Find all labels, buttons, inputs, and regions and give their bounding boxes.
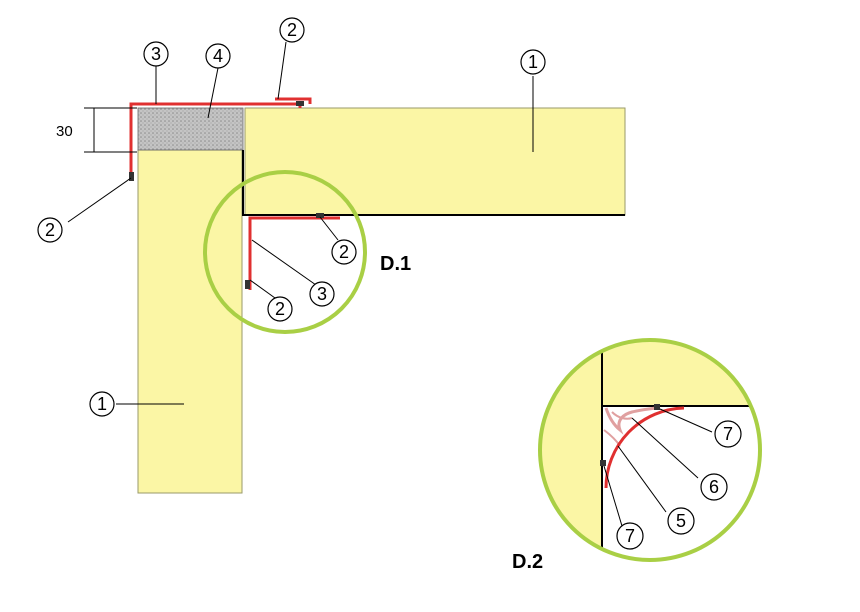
filler-block — [137, 107, 244, 151]
rivet-top — [296, 101, 304, 106]
svg-text:2: 2 — [275, 299, 285, 319]
svg-text:6: 6 — [709, 477, 719, 497]
callout-3-d1: 3 — [309, 281, 335, 307]
svg-text:3: 3 — [317, 284, 327, 304]
d2-panel-edges — [601, 340, 760, 560]
detail-d2-label: D.2 — [512, 551, 543, 573]
rivet-left — [129, 172, 134, 181]
svg-text:3: 3 — [151, 44, 161, 64]
svg-text:7: 7 — [723, 424, 733, 444]
callout-6-d2: 6 — [700, 473, 728, 501]
d1-inner-profile — [248, 216, 340, 290]
callout-3-top: 3 — [143, 41, 169, 67]
leader-lines — [67, 41, 713, 527]
detail-d2-ring — [538, 338, 762, 562]
svg-text:1: 1 — [97, 394, 107, 414]
detail-d1-ring — [203, 170, 367, 334]
svg-text:2: 2 — [45, 220, 55, 240]
d2-rivet-top — [654, 404, 660, 410]
d2-rivet-left — [600, 460, 606, 466]
callout-2-left: 2 — [37, 217, 63, 243]
svg-text:1: 1 — [528, 52, 538, 72]
d2-horizontal-panel — [602, 340, 760, 406]
callout-2-d1-right: 2 — [331, 239, 357, 265]
top-flashing-end — [275, 97, 312, 104]
callout-5-d2: 5 — [667, 507, 695, 535]
inner-corner-line — [242, 150, 625, 216]
callout-7-d2-right: 7 — [714, 420, 742, 448]
dimension-label: 30 — [56, 123, 73, 140]
vertical-panel — [137, 149, 243, 494]
svg-text:2: 2 — [287, 20, 297, 40]
svg-text:7: 7 — [625, 526, 635, 546]
detail-d1-label: D.1 — [380, 253, 411, 275]
callout-2-d1-bottom: 2 — [267, 296, 293, 322]
svg-text:4: 4 — [213, 46, 223, 66]
callout-4-top: 4 — [205, 43, 231, 69]
svg-text:5: 5 — [676, 511, 686, 531]
d2-curved-profile — [604, 406, 685, 489]
horizontal-panel — [244, 107, 626, 216]
svg-text:2: 2 — [339, 242, 349, 262]
d1-rivet-bottom — [245, 280, 250, 289]
callout-2-top: 2 — [279, 17, 305, 43]
callout-1-left: 1 — [89, 391, 115, 417]
callout-1-top: 1 — [520, 49, 546, 75]
callout-7-d2-bottom: 7 — [616, 522, 644, 550]
d1-rivet-right — [316, 213, 324, 218]
